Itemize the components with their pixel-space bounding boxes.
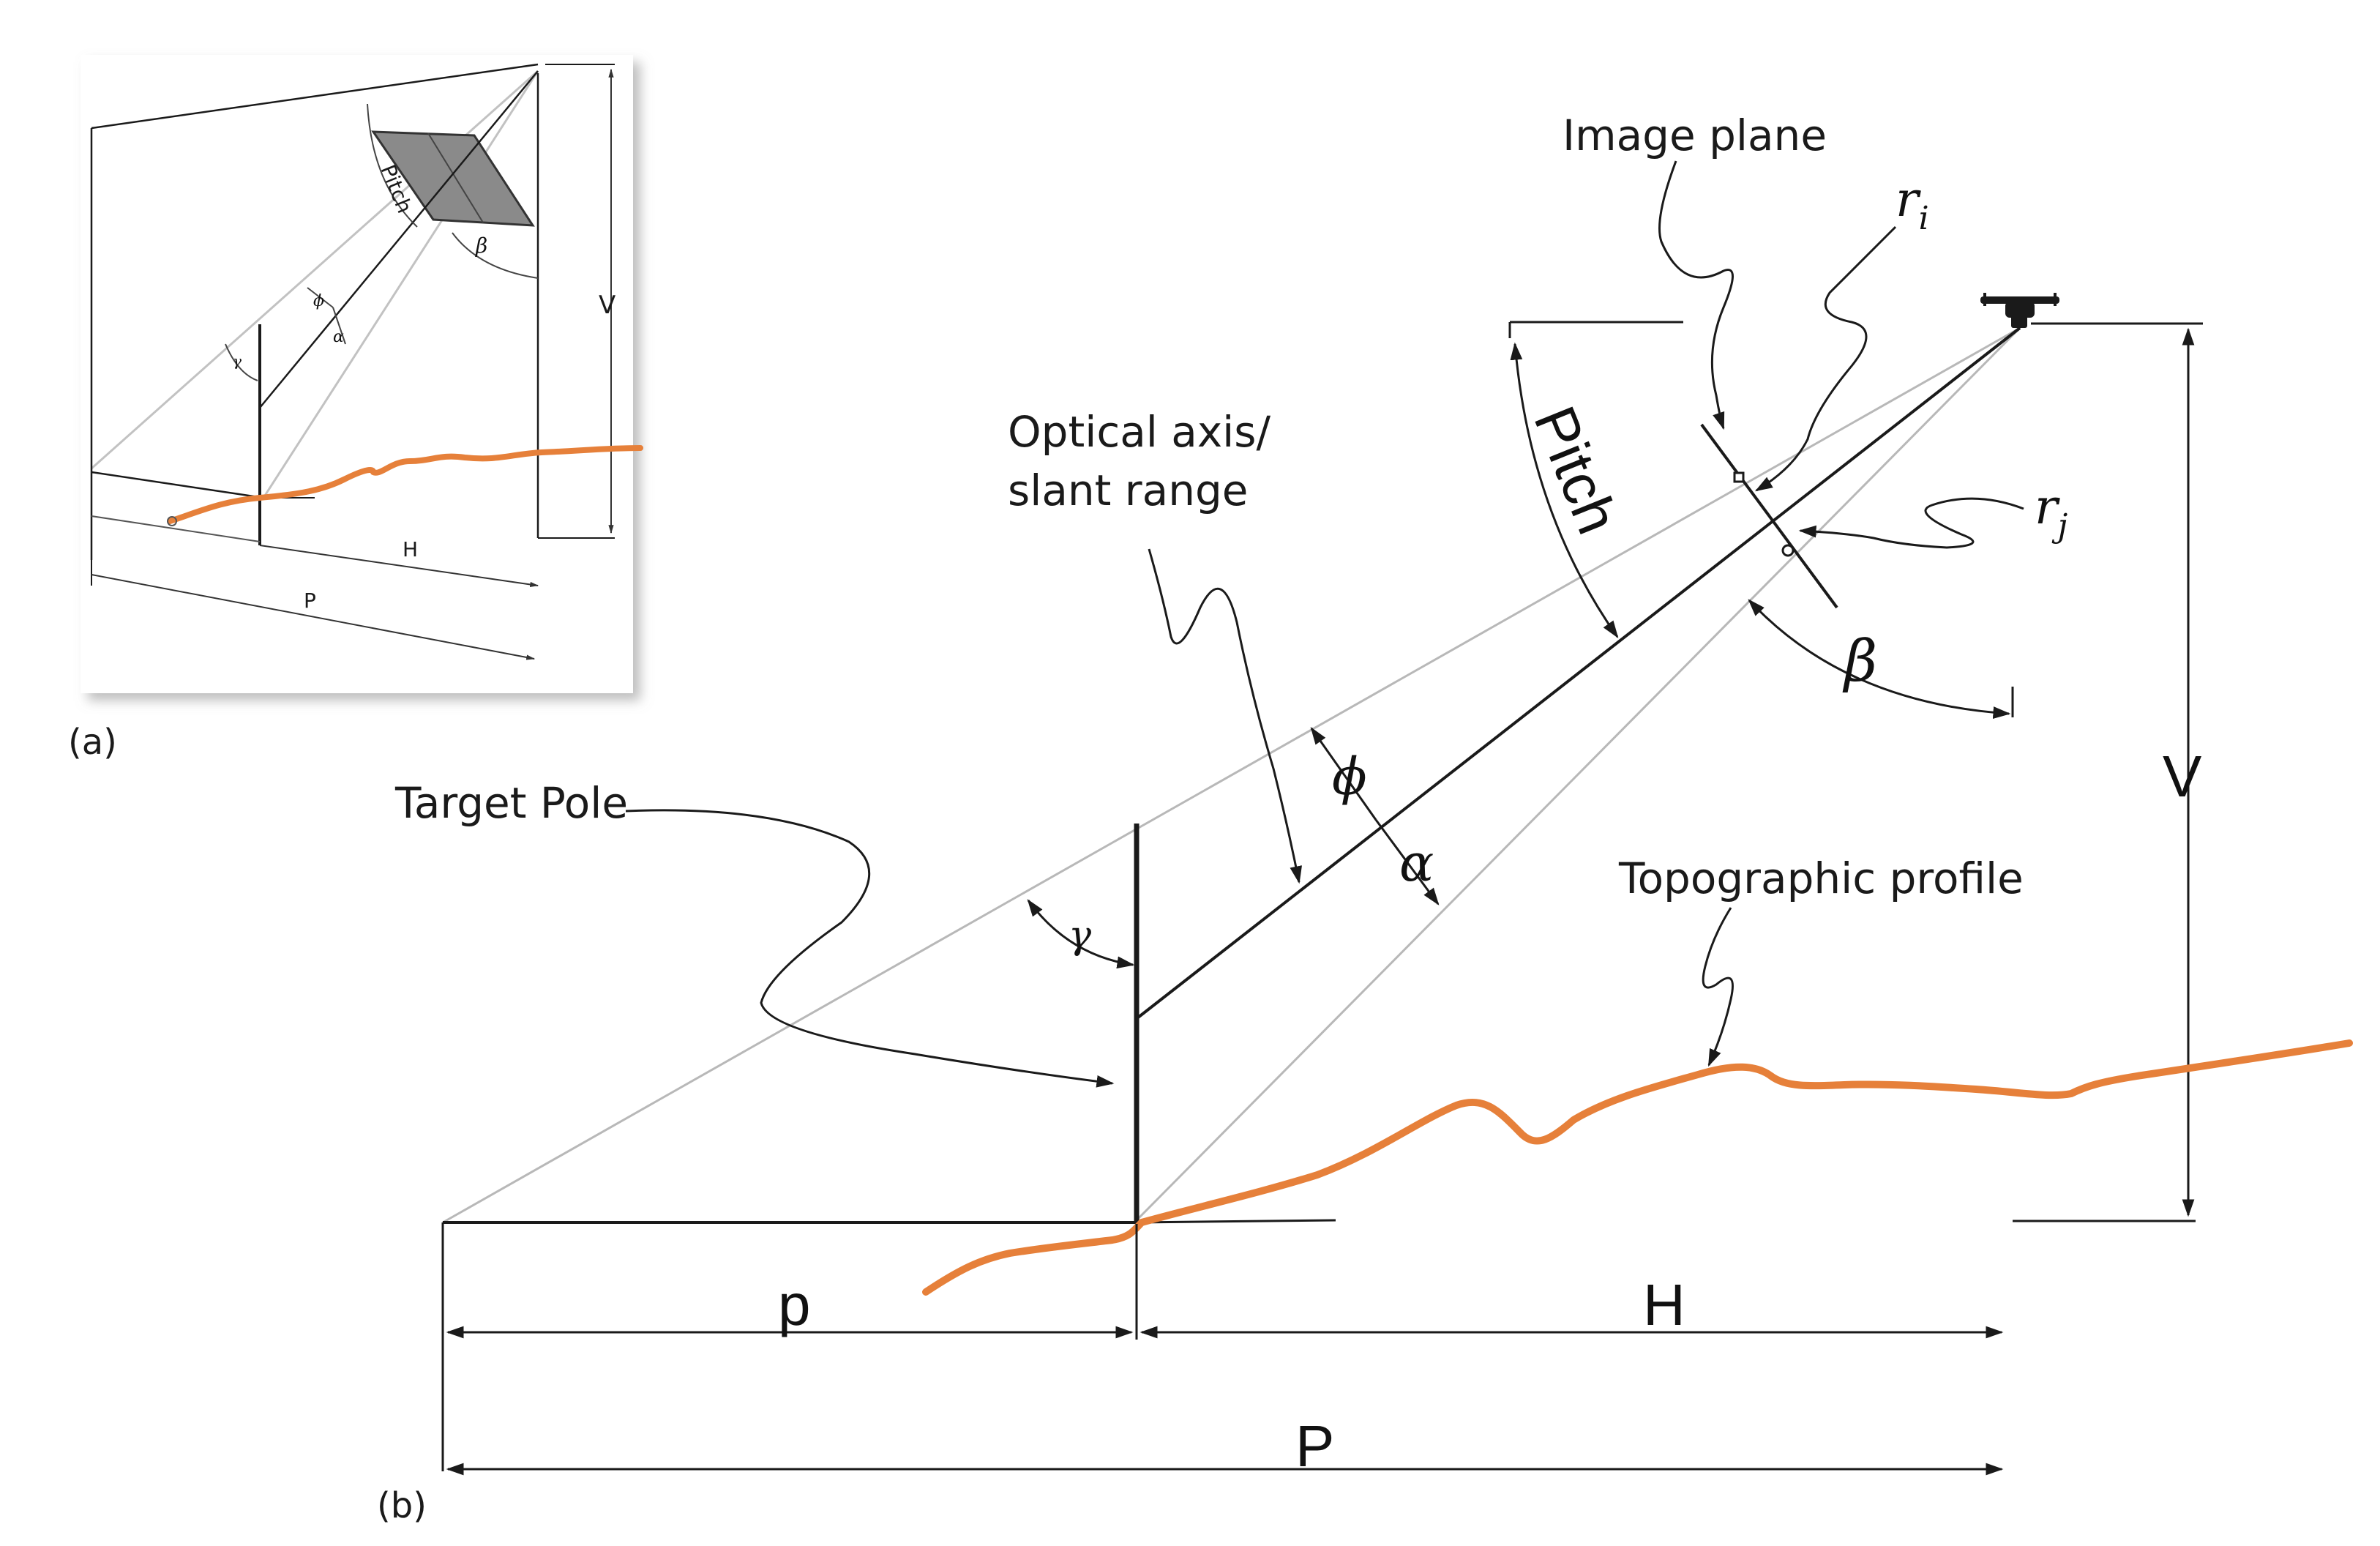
sight-line-upper xyxy=(442,326,2021,1224)
inset-gamma-label: γ xyxy=(233,352,242,370)
topographic-profile-leader xyxy=(1702,907,1734,1067)
inset-top-edge xyxy=(91,63,539,130)
optical-axis-label-line1: Optical axis/ xyxy=(1008,407,1271,457)
inset-h-arrow xyxy=(259,545,539,588)
image-point-ri xyxy=(1733,471,1745,483)
inset-p-arrow xyxy=(91,574,536,660)
beta-arc xyxy=(1748,599,2011,719)
inset-p-label: P xyxy=(304,589,316,613)
inset-h-label: H xyxy=(403,537,418,561)
phi-tick-line xyxy=(1310,727,1377,821)
phi-label: ϕ xyxy=(1332,747,1367,807)
optical-axis-leader xyxy=(1148,548,1303,884)
target-pole-leader xyxy=(625,809,1115,1088)
p-big-label: P xyxy=(1295,1414,1334,1479)
ri-label-base: r xyxy=(1896,171,1921,228)
sight-line-lower xyxy=(1133,326,2021,1224)
rj-label: rj xyxy=(2035,479,2067,545)
main-panel: V Pitch β ϕ α γ p H P Image plane xyxy=(394,111,2353,1479)
optical-axis-label-line2: slant range xyxy=(1008,466,1248,515)
inset-profile-marker xyxy=(167,516,177,526)
inset-gamma-arc xyxy=(225,343,258,381)
ri-leader xyxy=(1754,225,1897,492)
inset-frame xyxy=(81,55,633,693)
inset-phi-tick xyxy=(307,287,334,308)
inset-beta-arc xyxy=(452,232,539,279)
panel-label-a: (a) xyxy=(68,722,117,763)
image-point-rj xyxy=(1781,544,1795,557)
inset-v-label: V xyxy=(599,291,615,320)
beta-label: β xyxy=(1842,629,1877,695)
ri-label-sub: i xyxy=(1919,200,1929,237)
h-label: H xyxy=(1643,1272,1685,1337)
inset-sight-line-lower xyxy=(262,70,539,498)
inset-image-plane xyxy=(371,130,535,227)
panel-label-b: (b) xyxy=(377,1485,427,1526)
alpha-tick-line xyxy=(1374,819,1440,905)
topographic-profile-label: Topographic profile xyxy=(1618,854,2024,903)
gamma-label: γ xyxy=(1069,914,1092,957)
image-plane-label: Image plane xyxy=(1563,111,1827,160)
rj-leader xyxy=(1798,497,2024,549)
image-plane-leader xyxy=(1658,160,1734,430)
inset-ground-edge xyxy=(91,471,264,499)
inset-topographic-profile xyxy=(167,445,643,524)
v-label: V xyxy=(2163,744,2202,809)
inset-panel: V Pitch β ϕ α γ H P xyxy=(81,55,643,693)
inset-phi-label: ϕ xyxy=(313,292,324,310)
ri-label: ri xyxy=(1896,171,1929,237)
target-pole-label: Target Pole xyxy=(394,778,628,828)
inset-alpha-label: α xyxy=(333,328,344,346)
topographic-profile xyxy=(922,1039,2353,1296)
inset-image-plane-mid xyxy=(427,132,484,223)
inset-h-baseline xyxy=(91,515,261,542)
alpha-label: α xyxy=(1399,833,1434,893)
inset-alpha-tick xyxy=(332,307,346,345)
image-plane-line xyxy=(1700,423,1838,609)
drone-icon xyxy=(1980,293,2059,328)
rj-label-base: r xyxy=(2035,479,2060,535)
p-small-label: p xyxy=(778,1272,811,1337)
inset-beta-label: β xyxy=(475,234,487,258)
inset-pitch-arc xyxy=(367,103,418,228)
gamma-arc xyxy=(1027,899,1135,969)
inset-optical-axis xyxy=(259,70,539,408)
optical-axis xyxy=(1137,326,2021,1019)
ground-tick-right xyxy=(1136,1219,1336,1224)
pitch-arc xyxy=(1510,342,1619,638)
